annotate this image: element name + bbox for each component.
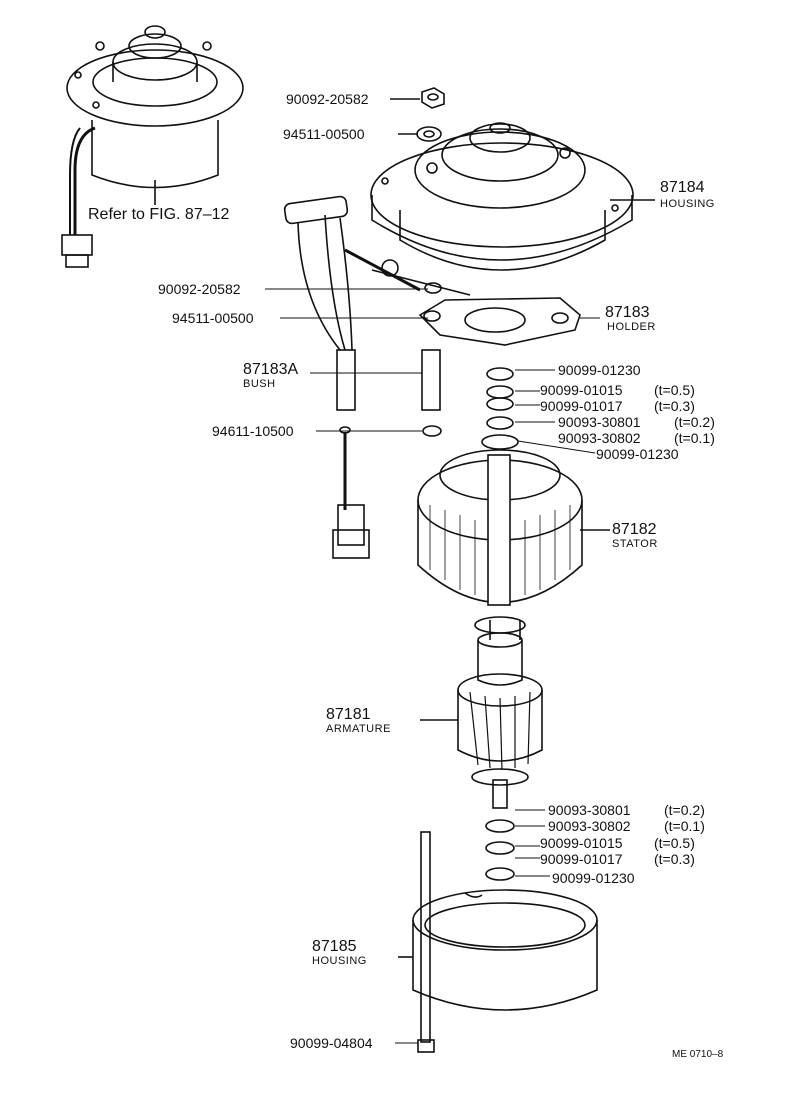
thickness-note: (t=0.2) [664, 802, 705, 818]
stator-87182 [417, 449, 610, 640]
upper-housing-87184 [370, 122, 655, 271]
part-number: 90099-01015 [540, 382, 623, 398]
part-number: 87181 [326, 706, 371, 723]
part-number: 90092-20582 [158, 281, 241, 297]
armature-87181 [420, 616, 543, 809]
part-number: 94511-00500 [283, 126, 365, 142]
part-name: HOUSING [660, 198, 715, 210]
thickness-note: (t=0.5) [654, 382, 695, 398]
part-number: 90099-01230 [596, 446, 679, 462]
part-number: 90093-30801 [548, 802, 631, 818]
wire-harness [283, 195, 471, 559]
part-name: HOLDER [607, 321, 656, 333]
upper-washer-stack [339, 367, 519, 450]
holder-87183 [418, 282, 581, 346]
part-number: 90099-01017 [540, 398, 623, 414]
part-number: 90093-30801 [558, 414, 641, 430]
part-number: 87183 [605, 304, 650, 321]
thickness-note: (t=0.3) [654, 851, 695, 867]
thickness-note: (t=0.5) [654, 835, 695, 851]
part-name: STATOR [612, 538, 658, 550]
thickness-note: (t=0.1) [664, 818, 705, 834]
part-number: 90093-30802 [548, 818, 631, 834]
thickness-note: (t=0.2) [674, 414, 715, 430]
drawing-code: ME 0710–8 [672, 1049, 724, 1060]
part-number: 90092-20582 [286, 91, 369, 107]
part-name: ARMATURE [326, 723, 391, 735]
part-number: 90099-01230 [558, 362, 641, 378]
part-number: 87185 [312, 938, 357, 955]
thickness-note: (t=0.3) [654, 398, 695, 414]
lower-washer-stack [485, 819, 515, 881]
reference-motor-drawing [61, 25, 244, 268]
part-number: 94511-00500 [172, 310, 254, 326]
part-number: 94611-10500 [212, 423, 294, 439]
thickness-note: (t=0.1) [674, 430, 715, 446]
part-number: 87184 [660, 179, 705, 196]
part-number: 87182 [612, 521, 657, 538]
reference-note: Refer to FIG. 87–12 [88, 206, 230, 223]
part-number: 90093-30802 [558, 430, 641, 446]
part-number: 90099-01230 [552, 870, 635, 886]
part-number: 90099-04804 [290, 1035, 373, 1051]
part-number: 90099-01015 [540, 835, 623, 851]
part-number: 87183A [243, 361, 299, 378]
leader-lines [265, 288, 600, 1044]
top-washer [398, 126, 442, 142]
top-nut [390, 87, 445, 109]
lower-housing-87185 [398, 831, 598, 1053]
part-name: BUSH [243, 378, 276, 390]
part-name: HOUSING [312, 955, 367, 967]
part-number: 90099-01017 [540, 851, 623, 867]
